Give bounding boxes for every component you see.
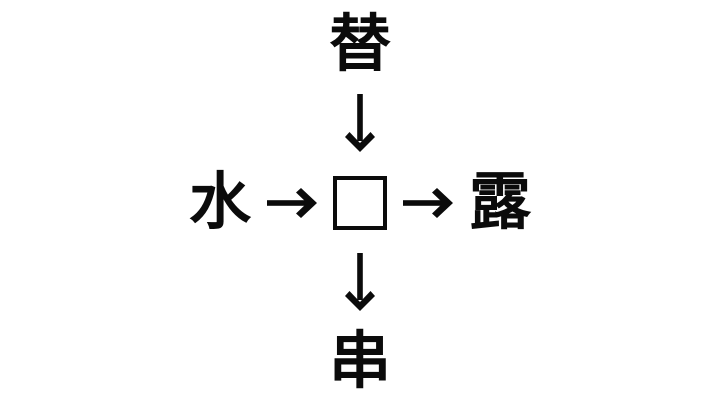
down-arrow-icon <box>345 252 375 311</box>
right-arrow-icon <box>267 187 317 218</box>
right-clue-kanji: 露 <box>469 165 532 239</box>
top-clue-kanji: 替 <box>328 7 391 81</box>
middle-row: 水 露 <box>189 168 531 236</box>
down-arrow-icon <box>345 94 375 153</box>
right-arrow-icon <box>403 187 453 218</box>
blank-answer-cell <box>333 175 387 230</box>
bottom-clue-kanji: 串 <box>328 323 391 397</box>
left-clue-kanji: 水 <box>188 165 251 239</box>
